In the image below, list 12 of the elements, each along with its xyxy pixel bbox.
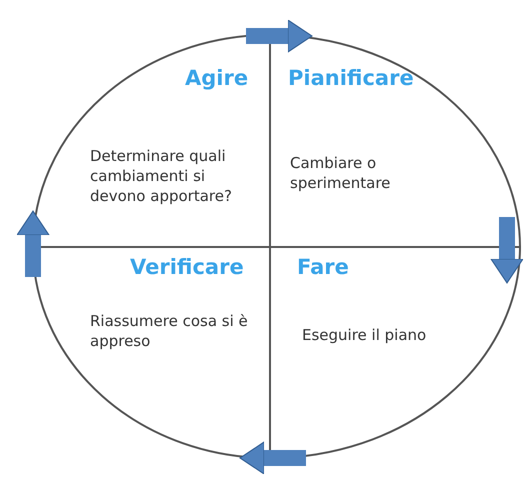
quadrant-description: Eseguire il piano (302, 325, 428, 345)
block-arrow (246, 20, 312, 52)
quadrant-heading: Fare (297, 255, 349, 279)
quadrant-heading: Pianificare (288, 66, 414, 90)
block-arrow (490, 217, 524, 284)
block-arrow (240, 442, 306, 474)
quadrant-heading: Agire (185, 66, 248, 90)
block-arrow (16, 210, 50, 277)
quadrant-description: Determinare quali cambiamenti si devono apportare? (90, 146, 233, 206)
quadrant-description: Riassumere cosa si è appreso (90, 311, 249, 351)
quadrant-heading: Verificare (130, 255, 244, 279)
quadrant-description: Cambiare o sperimentare (290, 153, 392, 193)
